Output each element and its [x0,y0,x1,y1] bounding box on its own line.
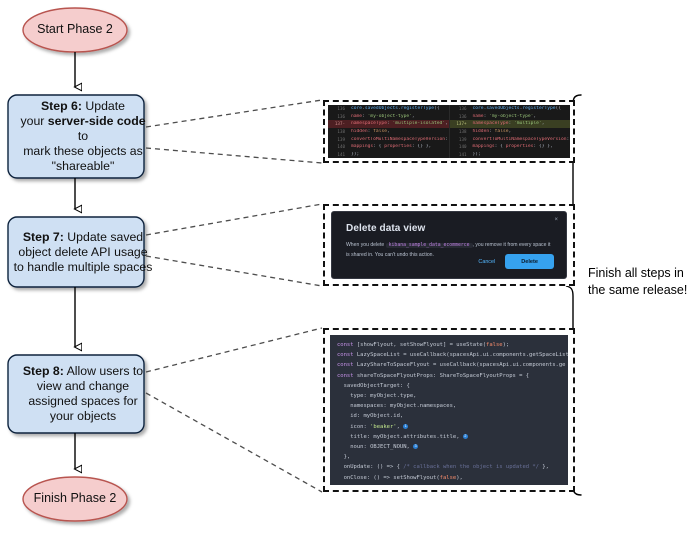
diff-line: 136 core.savedObjects.registerType({ [450,105,571,113]
code-line: const LazySpaceList = useCallback(spaces… [337,352,568,359]
code-line: noun: OBJECT_NOUN, 3 [337,444,419,451]
code-line: icon: 'beaker', 1 [337,423,409,430]
diff-line-code: namespaceType: 'multiple-isolated', [351,121,448,127]
diff-line-number: 136 [337,113,345,119]
dialog-actions: Cancel Delete [478,254,554,269]
delete-data-view-dialog: Delete data view × When you delete kiban… [331,211,567,279]
diff-line-number: 139 [458,136,467,142]
code-line: const LazyShareToSpaceFlyout = useCallba… [337,362,566,369]
diff-line-code: hidden: false, [472,129,512,135]
callout-badge-icon: 2 [462,433,468,439]
cancel-button[interactable]: Cancel [478,258,496,265]
delete-button[interactable]: Delete [505,254,554,269]
dialog-body: When you delete kibana_sample_data_ecomm… [346,241,552,260]
diff-line-code: }); [472,151,481,157]
step6-box-shape[interactable] [7,94,145,179]
code-line: title: myObject.attributes.title, 2 [337,433,468,440]
step8-box-shape[interactable] [7,354,145,434]
diff-line-code: namespaceType: 'multiple', [472,121,545,127]
code-line: savedObjectTarget: { [337,382,410,389]
diff-pane-after: 136 core.savedObjects.registerType({136 … [448,105,571,158]
screenshot-frame-code[interactable]: const [showFlyout, setShowFlyout] = useS… [323,328,575,492]
connector-step6-top [145,99,323,128]
diff-line-code: name: 'my-object-type', [472,113,537,119]
diff-line: 136 name: 'my-object-type', [328,113,449,121]
code-line: id: myObject.id, [337,413,404,420]
connector-step8-top [145,327,323,373]
connector-step6-bot [145,147,323,164]
release-note: Finish all steps in the same release! [588,265,688,299]
diff-line: 138 hidden: false, [328,128,449,136]
diff-line: 139 convertToMultiNamespaceTypeVersion: … [328,135,449,143]
diff-line-number: 136 [337,106,345,112]
diff-line-number: 137- [334,121,345,127]
diff-line-code: convertToMultiNamespaceTypeVersion: ' [351,136,449,142]
callout-badge-icon: 3 [413,444,419,450]
diff-line-number: 139 [337,136,345,142]
diff-line: 141 }); [328,151,449,158]
diff-line-number: 136 [458,113,467,119]
code-line: onUpdate: () => { /* callback when the o… [337,464,549,471]
code-diff: 136 core.savedObjects.registerType({136 … [328,105,570,158]
code-line: const [showFlyout, setShowFlyout] = useS… [337,342,510,348]
diff-line-code: mappings: { properties: {} }, [472,144,553,150]
diff-line-number: 141 [458,151,467,157]
diff-line: 140 mappings: { properties: {} }, [450,143,571,151]
code-line: namespaces: myObject.namespaces, [337,403,457,410]
diff-line: 138 hidden: false, [450,128,571,136]
dialog-title: Delete data view [346,223,426,234]
end-node-shape[interactable] [22,476,128,522]
release-note-text: Finish all steps in the same release! [588,266,688,297]
diff-line: 140 mappings: { properties: {} }, [328,143,449,151]
diff-line-code: }); [351,151,360,157]
diff-pane-before: 136 core.savedObjects.registerType({136 … [328,105,449,158]
code-line: }; [337,483,568,486]
diff-line-code: convertToMultiNamespaceTypeVersion: ' [472,136,571,142]
code-line: onClose: () => setShowFlyout(false), [337,474,463,481]
dialog-body-pre: When you delete [346,242,386,248]
diff-line-code: core.savedObjects.registerType({ [351,106,440,112]
diff-line-number: 140 [337,144,345,150]
diff-line-code: mappings: { properties: {} }, [351,144,432,150]
diff-line-number: 138 [337,129,345,135]
screenshot-frame-diff[interactable]: 136 core.savedObjects.registerType({136 … [323,100,575,163]
data-view-name-chip: kibana_sample_data_ecommerce [385,243,473,248]
screenshot-frame-modal[interactable]: Delete data view × When you delete kiban… [323,204,575,286]
step7-box-shape[interactable] [7,216,145,288]
share-to-space-code: const [showFlyout, setShowFlyout] = useS… [330,335,568,485]
diff-line-code: core.savedObjects.registerType({ [472,106,562,112]
diff-line-number: 141 [337,151,345,157]
diff-line: 136 name: 'my-object-type', [450,113,571,121]
diff-line-code: name: 'my-object-type', [351,113,415,119]
diff-line: 141 }); [450,151,571,158]
dialog-body-post: , you remove it from every space it is s… [346,242,551,258]
code-line: type: myObject.type, [337,393,417,400]
code-line: }, [337,454,351,461]
callout-badge-icon: 1 [403,423,409,429]
code-line: const shareToSpaceFlyoutProps: ShareToSp… [337,372,530,379]
diff-line: 136 core.savedObjects.registerType({ [328,105,449,113]
diff-line-number: 138 [458,129,467,135]
connector-step7-top [145,203,323,236]
close-icon[interactable]: × [554,217,558,223]
diff-line-number: 140 [458,144,467,150]
diff-line: 139 convertToMultiNamespaceTypeVersion: … [450,135,571,143]
diff-line-number: 136 [458,106,467,112]
start-node-shape[interactable] [22,7,128,53]
diff-line-number: 137+ [456,121,467,127]
connector-step8-bot [145,392,323,493]
diff-line-code: hidden: false, [351,129,390,135]
diff-line: 137- namespaceType: 'multiple-isolated', [328,120,449,128]
diff-line: 137+ namespaceType: 'multiple', [449,120,570,128]
connector-step7-bot [145,255,323,287]
